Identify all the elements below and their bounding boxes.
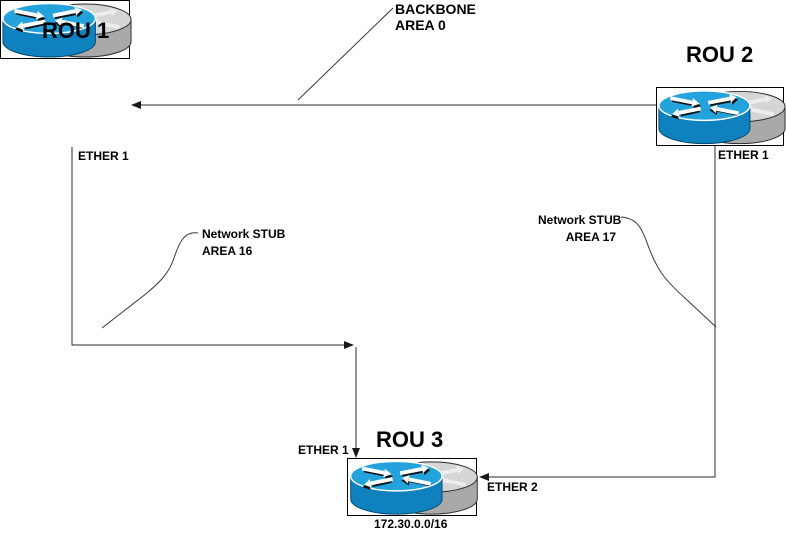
stub16-area-title: Network STUB bbox=[202, 227, 286, 241]
backbone-area-label: BACKBONE AREA 0 bbox=[395, 1, 476, 33]
stub16-area-number: AREA 16 bbox=[202, 244, 253, 258]
rou1-title: ROU 1 bbox=[42, 18, 110, 43]
backbone-area-title: BACKBONE bbox=[395, 1, 476, 17]
arrowhead-stub-corner bbox=[344, 341, 354, 349]
rou2-router-icon bbox=[657, 88, 786, 148]
rou3-ether2-label: ETHER 2 bbox=[487, 480, 538, 494]
backbone-area-number: AREA 0 bbox=[395, 17, 446, 33]
stub16-callout-curve bbox=[101, 232, 199, 329]
stub16-area-label: Network STUB AREA 16 bbox=[202, 226, 285, 260]
rou2-ether1-label: ETHER 1 bbox=[718, 148, 769, 162]
stub17-area-label: Network STUB AREA 17 bbox=[538, 212, 622, 246]
stub17-callout-curve bbox=[620, 216, 717, 328]
rou3-ether1-label: ETHER 1 bbox=[298, 443, 349, 457]
stub17-area-number: AREA 17 bbox=[565, 230, 616, 244]
arrowhead-into-rou3-top bbox=[352, 448, 360, 458]
rou3-router-icon bbox=[348, 459, 479, 518]
arrowhead-into-rou3-right bbox=[479, 473, 489, 481]
router-rou1 bbox=[0, 0, 130, 59]
rou1-stub-link-line bbox=[71, 147, 345, 346]
rou1-ether1-label: ETHER 1 bbox=[78, 149, 129, 163]
backbone-callout-line bbox=[297, 7, 394, 101]
rou2-title: ROU 2 bbox=[686, 42, 754, 67]
router-rou3 bbox=[347, 458, 477, 516]
stub17-area-title: Network STUB bbox=[538, 213, 622, 227]
router-rou2 bbox=[656, 87, 784, 146]
rou3-network-label: 172.30.0.0/16 bbox=[374, 517, 448, 531]
rou2-stub-link-line bbox=[487, 146, 716, 478]
arrowhead-into-rou1 bbox=[131, 101, 141, 109]
rou3-title: ROU 3 bbox=[376, 427, 444, 452]
